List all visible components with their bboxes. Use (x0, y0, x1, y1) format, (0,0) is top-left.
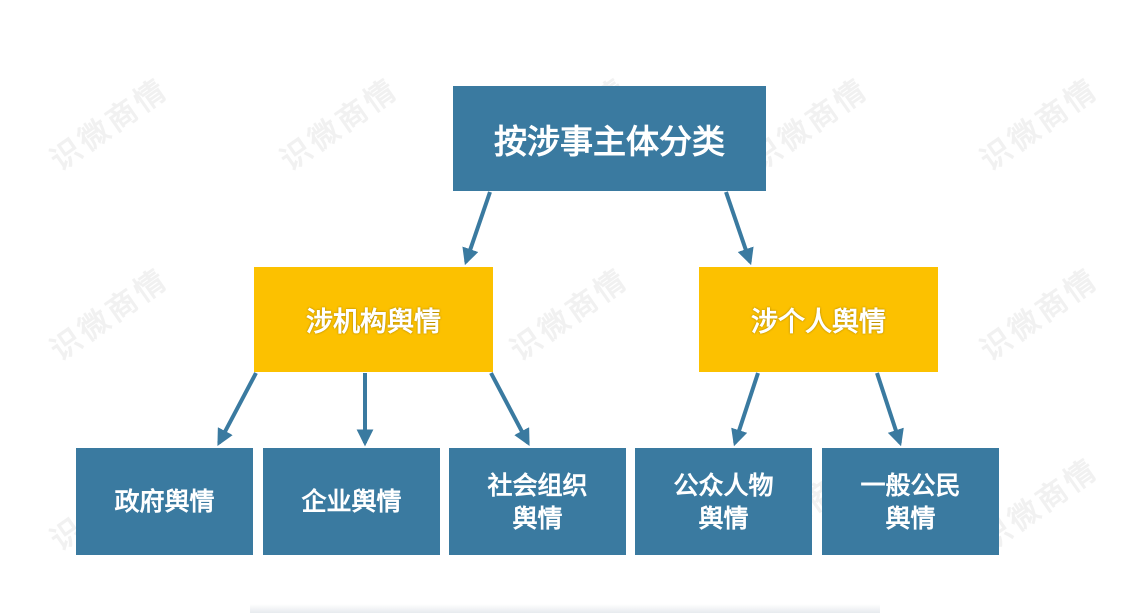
branch-node-institution: 涉机构舆情 (254, 267, 493, 372)
bottom-fade-bar (250, 604, 880, 613)
leaf-node-label: 企业舆情 (301, 487, 402, 516)
arrow-root-to-person (724, 191, 754, 266)
root-node: 按涉事主体分类 (453, 86, 766, 191)
leaf-node-social-organization: 社会组织 舆情 (449, 448, 626, 555)
arrow-person-to-citizen (875, 372, 904, 447)
leaf-node-label: 社会组织 舆情 (487, 470, 588, 533)
arrow-org-to-social-org (489, 372, 530, 446)
branch-node-label: 涉机构舆情 (306, 307, 441, 338)
branch-node-individual: 涉个人舆情 (699, 267, 938, 372)
leaf-node-label: 公众人物 舆情 (673, 470, 774, 533)
leaf-node-label: 一般公民 舆情 (860, 470, 961, 533)
arrow-person-to-public-figure (731, 372, 760, 447)
branch-node-label: 涉个人舆情 (751, 307, 886, 338)
arrow-root-to-org (462, 191, 492, 266)
root-node-label: 按涉事主体分类 (494, 121, 725, 161)
leaf-node-ordinary-citizen: 一般公民 舆情 (822, 448, 999, 555)
leaf-node-enterprise: 企业舆情 (263, 448, 440, 555)
arrow-org-to-gov (217, 372, 258, 446)
leaf-node-public-figure: 公众人物 舆情 (635, 448, 812, 555)
leaf-node-government: 政府舆情 (76, 448, 253, 555)
leaf-node-label: 政府舆情 (114, 487, 215, 516)
